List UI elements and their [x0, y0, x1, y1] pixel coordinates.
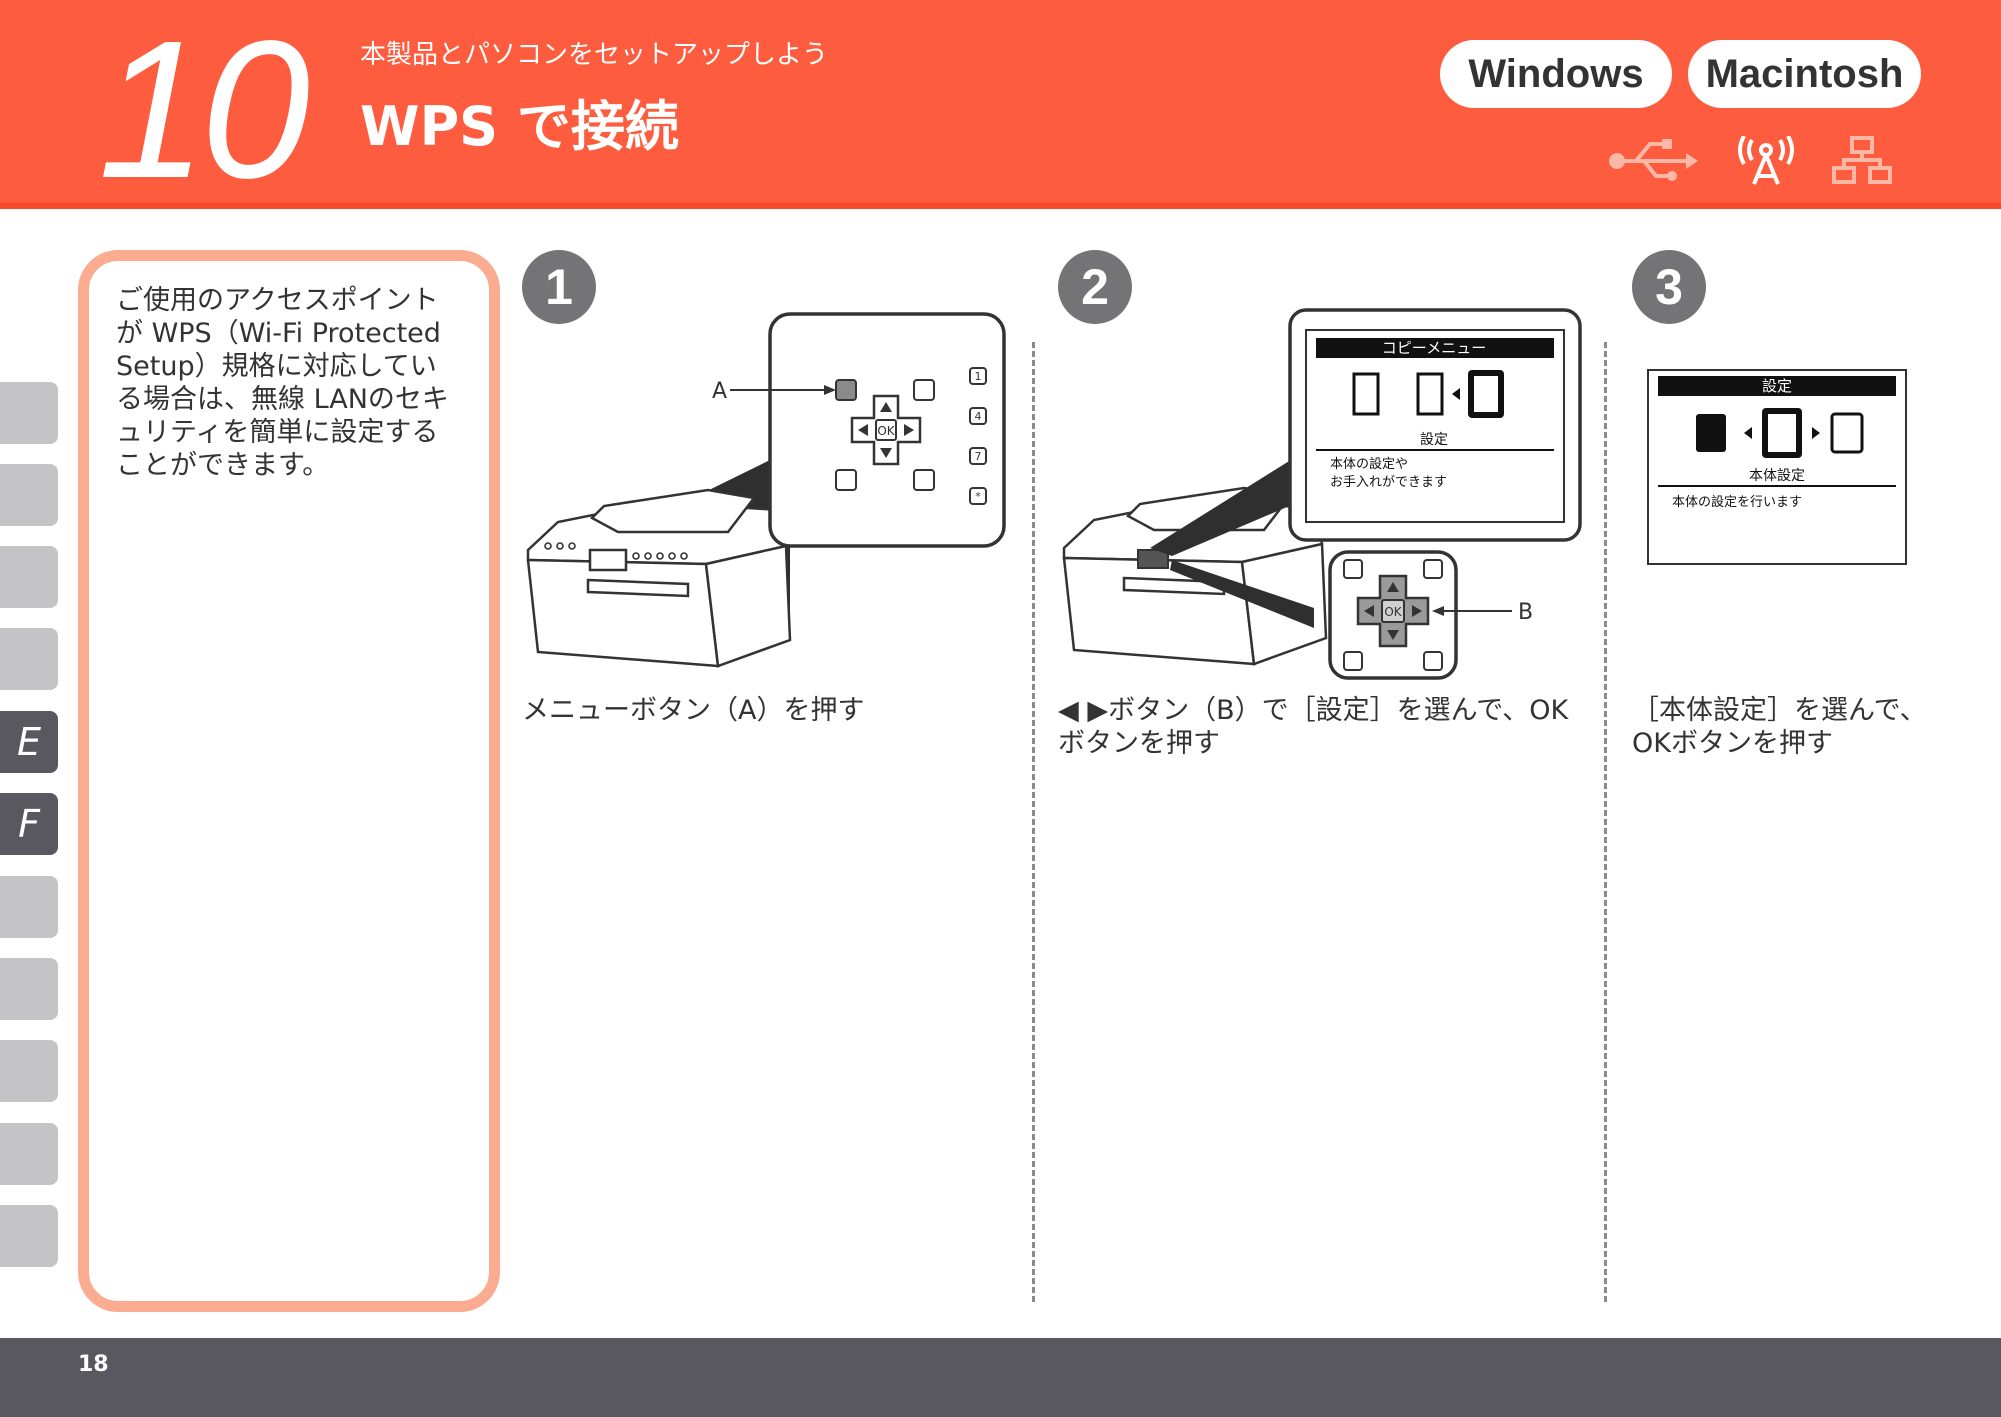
- windows-button[interactable]: Windows: [1440, 40, 1672, 108]
- lcd-title-3: 設定: [1762, 377, 1792, 395]
- footer-bar: [0, 1338, 2001, 1417]
- ok-label-2: OK: [1384, 605, 1402, 619]
- header-banner: [0, 0, 2001, 208]
- step-2-illustration: コピーメニュー 設定 本体の設定や お手入れができます OK B: [1062, 308, 1582, 680]
- chapter-number: 10: [98, 0, 310, 219]
- step-1-badge: 1: [522, 250, 596, 324]
- side-tab-9[interactable]: [0, 1040, 58, 1102]
- macintosh-button[interactable]: Macintosh: [1688, 40, 1921, 108]
- lcd-desc-3: 本体の設定を行います: [1672, 494, 1802, 510]
- side-tab-8[interactable]: [0, 958, 58, 1020]
- chapter-subtitle: 本製品とパソコンをセットアップしよう: [360, 40, 829, 70]
- lcd-item: 設定: [1420, 432, 1448, 448]
- key-7-label: 7: [975, 450, 982, 463]
- step-3-lcd: 設定 本体設定 本体の設定を行います: [1647, 369, 1907, 565]
- side-tab-7[interactable]: [0, 876, 58, 938]
- header-divider: [0, 203, 2001, 209]
- wired-network-icon: [1832, 136, 1892, 184]
- wireless-icon: [1738, 136, 1794, 185]
- step-3-instruction: ［本体設定］を選んで、OKボタンを押す: [1632, 695, 1927, 759]
- lcd-item-3: 本体設定: [1749, 468, 1805, 484]
- side-tab-e[interactable]: E: [0, 711, 58, 773]
- note-text: ご使用のアクセスポイントが WPS（Wi-Fi Protected Setup）…: [116, 285, 449, 481]
- side-tab-11[interactable]: [0, 1205, 58, 1267]
- page-number: 18: [78, 1352, 109, 1377]
- key-1-label: 1: [975, 370, 982, 383]
- step-divider-1: [1032, 342, 1035, 1302]
- side-tab-2[interactable]: [0, 464, 58, 526]
- step-3-badge: 3: [1632, 250, 1706, 324]
- lcd-desc-2: お手入れができます: [1330, 475, 1447, 490]
- page-title: WPS で接続: [360, 95, 679, 158]
- menu-button: [835, 379, 857, 401]
- key-star-label: *: [975, 490, 981, 503]
- lcd-desc-1: 本体の設定や: [1330, 456, 1408, 472]
- callout-b: B: [1518, 600, 1533, 625]
- note-box: [78, 250, 500, 1312]
- lcd-title: コピーメニュー: [1382, 339, 1486, 357]
- step-1-instruction: メニューボタン（A）を押す: [522, 695, 865, 726]
- step-2-badge: 2: [1058, 250, 1132, 324]
- callout-a: A: [712, 379, 727, 404]
- ok-label-1: OK: [877, 424, 895, 438]
- side-tab-10[interactable]: [0, 1123, 58, 1185]
- key-4-label: 4: [975, 410, 982, 423]
- side-tab-1[interactable]: [0, 382, 58, 444]
- side-tab-4[interactable]: [0, 628, 58, 690]
- side-tab-3[interactable]: [0, 546, 58, 608]
- step-divider-2: [1604, 342, 1607, 1302]
- step-2-instruction: ◀ ▶ボタン（B）で［設定］を選んで、OKボタンを押す: [1058, 695, 1569, 759]
- dpad-1: OK: [850, 394, 922, 466]
- printer-image: [526, 488, 792, 668]
- step-1-illustration: OK 1 4 7 * A: [526, 312, 1006, 668]
- side-tab-f[interactable]: F: [0, 793, 58, 855]
- dpad-2: OK: [1356, 574, 1430, 648]
- usb-icon: [1609, 139, 1698, 181]
